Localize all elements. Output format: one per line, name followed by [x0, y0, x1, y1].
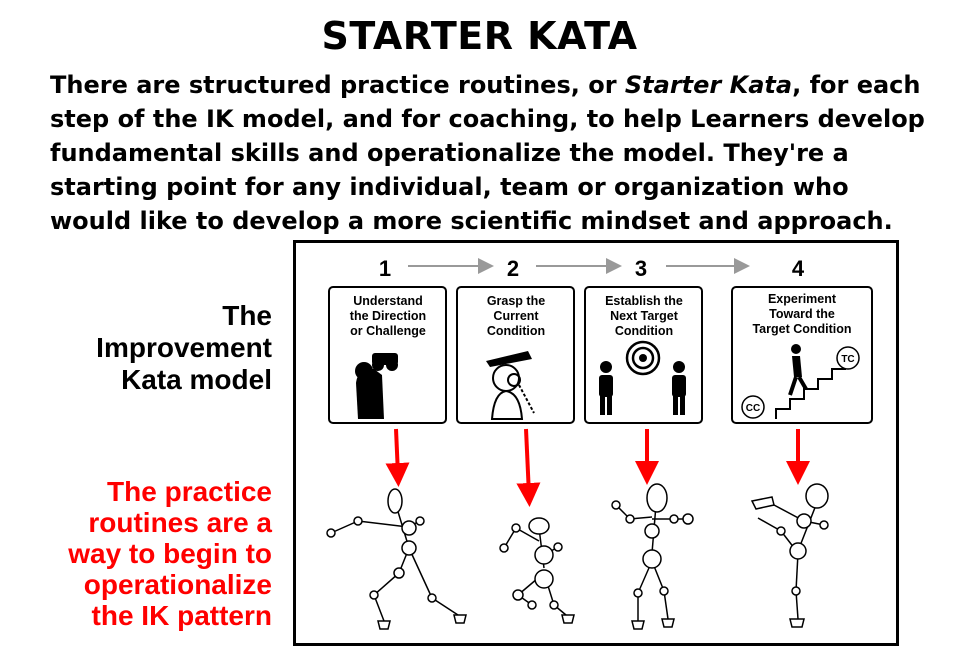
step-line: Grasp the	[487, 294, 545, 308]
step-line: Condition	[615, 324, 673, 338]
step-line: Experiment	[768, 292, 837, 306]
label-line: way to begin to	[68, 538, 272, 569]
step-line: Target Condition	[752, 322, 851, 336]
red-arrow-1	[385, 428, 410, 487]
label-line: The practice	[107, 476, 272, 507]
label-line: routines are a	[88, 507, 272, 538]
intro-emphasis: Starter Kata	[624, 71, 793, 99]
improvement-kata-label: The Improvement Kata model	[96, 300, 272, 396]
step-box-2: Grasp the Current Condition	[456, 286, 575, 424]
intro-paragraph: There are structured practice routines, …	[50, 68, 930, 238]
target-icon	[625, 340, 661, 376]
kata-figure-1	[326, 488, 467, 630]
step-number-2: 2	[507, 256, 519, 281]
intro-text-after: , for each step of the IK model, and for…	[50, 71, 925, 235]
step-line: Understand	[353, 294, 422, 308]
step-box-1: Understand the Direction or Challenge	[328, 286, 447, 424]
label-line: Improvement	[96, 332, 272, 363]
detective-icon	[486, 351, 535, 420]
label-line: operationalize	[83, 569, 272, 600]
label-line: Kata model	[121, 364, 272, 395]
step-number-1: 1	[379, 256, 391, 281]
step-line: Establish the	[605, 294, 683, 308]
label-line: the IK pattern	[91, 600, 272, 631]
step-number-4: 4	[792, 256, 805, 281]
red-arrow-2	[516, 428, 541, 507]
step-box-4: Experiment Toward the Target Condition T…	[731, 286, 873, 424]
step-box-3: Establish the Next Target Condition	[584, 286, 703, 424]
step-number-3: 3	[635, 256, 647, 281]
current-condition-badge: CC	[741, 395, 765, 419]
climbing-person-icon	[788, 344, 808, 396]
practice-routines-label: The practice routines are a way to begin…	[68, 476, 272, 631]
person-left-icon	[599, 361, 613, 415]
step-line: the Direction	[350, 309, 426, 323]
step-line: Toward the	[769, 307, 835, 321]
step-line: Current	[493, 309, 539, 323]
kata-figure-3	[611, 483, 694, 630]
page-title: STARTER KATA	[321, 14, 638, 58]
step-line: or Challenge	[350, 324, 426, 338]
kata-figure-2	[499, 517, 575, 624]
ik-model-diagram: 1 2 3 4 Understand the Direction or Chal…	[326, 256, 873, 630]
binoculars-person-icon	[355, 353, 398, 419]
ik-model-frame: 1 2 3 4 Understand the Direction or Chal…	[293, 240, 899, 646]
person-right-icon	[672, 361, 686, 415]
step-line: Next Target	[610, 309, 679, 323]
intro-text-before: There are structured practice routines, …	[50, 71, 625, 99]
kata-figure-4	[750, 483, 829, 628]
step-line: Condition	[487, 324, 545, 338]
tc-label: TC	[841, 354, 854, 365]
target-condition-badge: TC	[836, 346, 860, 370]
cc-label: CC	[746, 403, 760, 414]
label-line: The	[222, 300, 272, 331]
